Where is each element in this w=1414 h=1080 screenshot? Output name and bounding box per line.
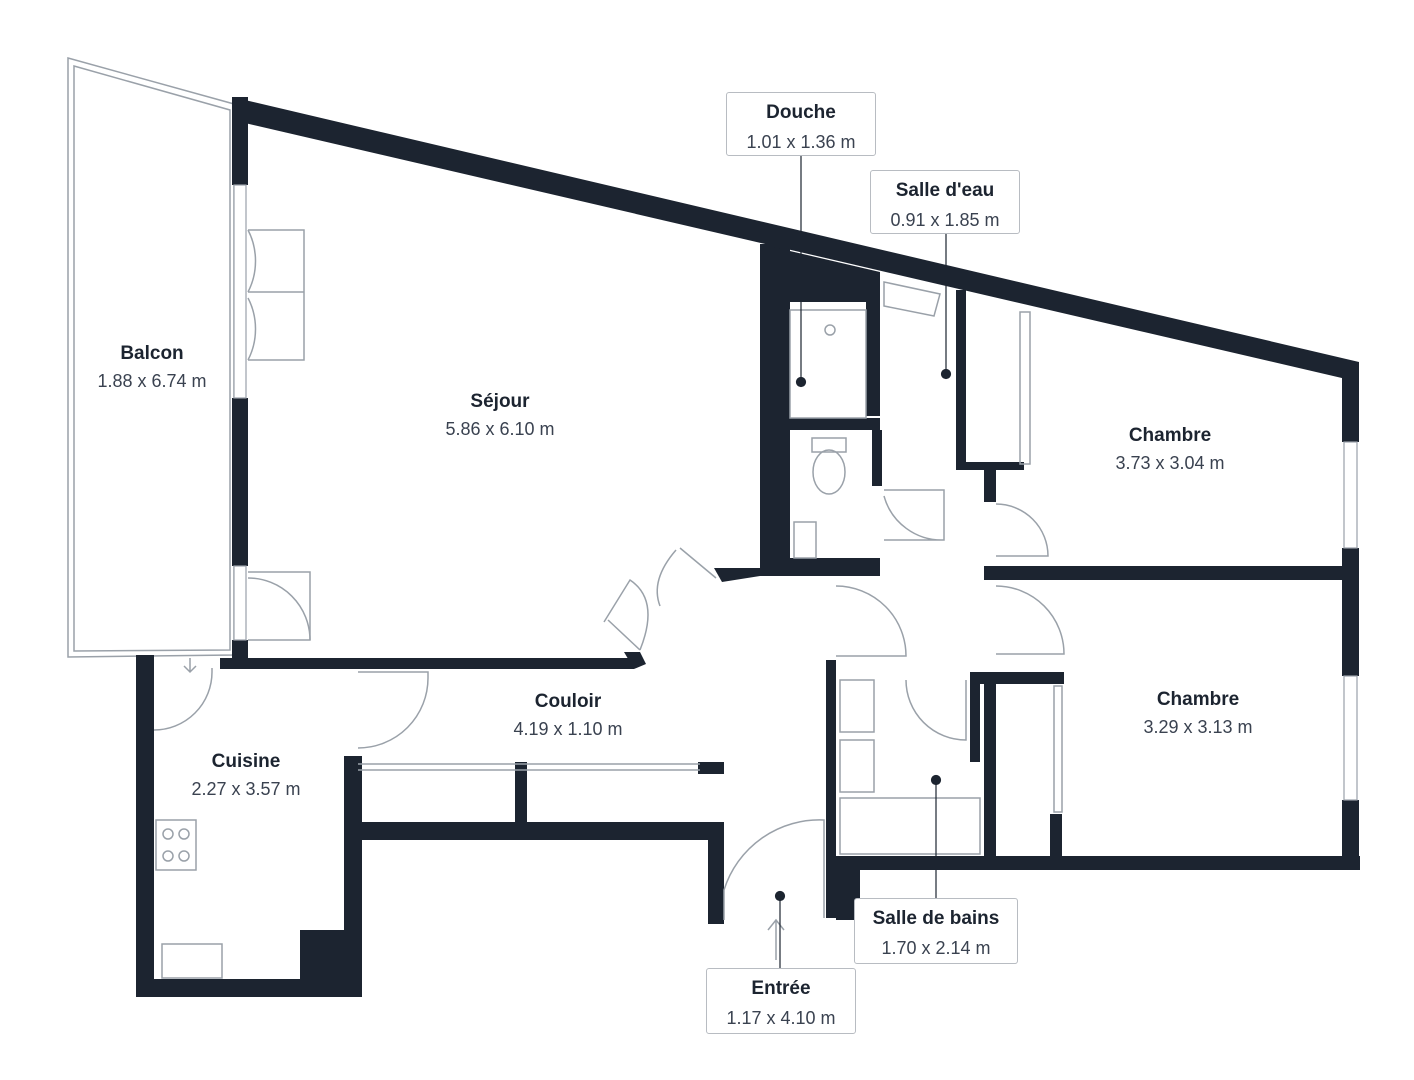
fixtures	[153, 229, 1065, 979]
room-name: Cuisine	[211, 751, 281, 772]
room-label-chambre-2: Chambre 3.29 x 3.13 m	[1143, 690, 1252, 736]
room-dimensions: 2.27 x 3.57 m	[191, 779, 301, 799]
room-name: Chambre	[1156, 689, 1240, 710]
sink-icon	[161, 943, 223, 979]
room-dimensions: 5.86 x 6.10 m	[445, 419, 555, 439]
room-dimensions: 1.88 x 6.74 m	[97, 371, 207, 391]
entry-arrow-icon	[767, 918, 785, 960]
cooktop-icon	[155, 819, 197, 871]
callout-name: Salle d'eau	[895, 180, 995, 201]
callout-name: Entrée	[751, 978, 811, 999]
room-name: Balcon	[120, 343, 184, 364]
room-dimensions: 3.29 x 3.13 m	[1143, 717, 1253, 737]
callout-name: Douche	[766, 102, 836, 123]
door-swing-icon	[248, 229, 305, 361]
room-dimensions: 4.19 x 1.10 m	[513, 719, 623, 739]
callout-entree: Entrée 1.17 x 4.10 m	[706, 968, 856, 1034]
callout-dimensions: 1.70 x 2.14 m	[881, 938, 991, 958]
callout-dimensions: 1.01 x 1.36 m	[746, 132, 856, 152]
toilet-icon	[811, 437, 847, 453]
room-name: Couloir	[534, 691, 602, 712]
room-label-sejour: Séjour 5.86 x 6.10 m	[445, 392, 554, 438]
room-label-chambre-1: Chambre 3.73 x 3.04 m	[1115, 426, 1224, 472]
room-name: Séjour	[470, 391, 530, 412]
callout-name: Salle de bains	[872, 908, 1000, 929]
callout-salle-de-bains: Salle de bains 1.70 x 2.14 m	[854, 898, 1018, 964]
callout-leaders	[774, 156, 952, 968]
room-label-cuisine: Cuisine 2.27 x 3.57 m	[191, 752, 300, 798]
shower-drain-icon	[824, 324, 836, 336]
room-dimensions: 3.73 x 3.04 m	[1115, 453, 1225, 473]
room-name: Chambre	[1128, 425, 1212, 446]
callout-salle-deau: Salle d'eau 0.91 x 1.85 m	[870, 170, 1020, 234]
window-icon	[233, 184, 1358, 801]
callout-dimensions: 1.17 x 4.10 m	[726, 1008, 836, 1028]
callout-dimensions: 0.91 x 1.85 m	[890, 210, 1000, 230]
callout-douche: Douche 1.01 x 1.36 m	[726, 92, 876, 156]
bathtub-icon	[839, 797, 981, 855]
room-label-balcon: Balcon 1.88 x 6.74 m	[97, 344, 206, 390]
walls	[136, 97, 1360, 997]
room-label-couloir: Couloir 4.19 x 1.10 m	[513, 692, 622, 738]
